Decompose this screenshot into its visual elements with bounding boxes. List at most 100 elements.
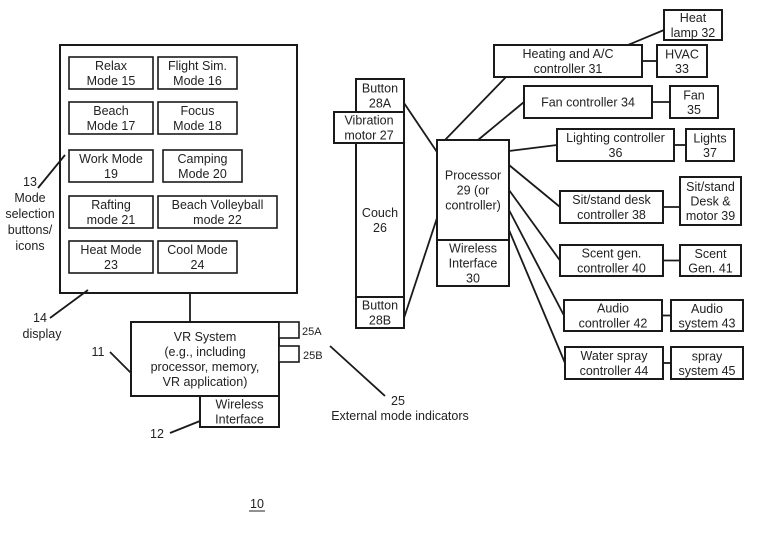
processor-wireless-interface-box-frame [436, 239, 510, 287]
fan-controller-box-label: Fan controller 34 [541, 96, 635, 110]
leader-line-25 [329, 345, 386, 397]
processor-wireless-interface-box-label: 30 [466, 272, 480, 286]
indicator-25a-frame [278, 321, 300, 339]
lighting-controller-box-frame [556, 128, 675, 162]
mode-button-flight-sim-label: Mode 16 [173, 74, 222, 88]
processor-box-label: 29 (or [457, 184, 490, 198]
button-28a-label: Button [362, 82, 398, 96]
vibration-motor-box-label: Vibration [344, 114, 393, 128]
fan-device-box-frame [669, 85, 719, 119]
mode-button-rafting-frame [68, 195, 154, 229]
scent-device-box-label: Gen. 41 [688, 261, 733, 275]
mode-button-beach-volleyball-label: Beach Volleyball [172, 198, 264, 212]
figure-number: 10 [250, 497, 264, 511]
processor-audio-line [508, 209, 565, 316]
heat-lamp-box-frame [663, 9, 723, 41]
fan-controller-box-frame [523, 85, 653, 119]
processor-lighting-line [508, 144, 558, 152]
water-spray-controller-box-label: Water spray [581, 349, 649, 363]
mode-button-heat-frame [68, 240, 154, 274]
audio-device-box-label: Audio [691, 302, 723, 316]
processor-sit-stand-line [508, 164, 561, 208]
display-ref-label: 14 [33, 311, 47, 325]
vr-system-ref-label: 11 [92, 345, 105, 359]
fan-device-box-label: 35 [687, 103, 701, 117]
mode-button-camping-label: Mode 20 [178, 167, 227, 181]
indicator-25a [278, 321, 300, 339]
vibration-motor-box-label: motor 27 [344, 129, 393, 143]
water-spray-controller-box-label: controller 44 [580, 364, 649, 378]
leader-line-11 [109, 351, 132, 374]
processor-box-label: controller) [445, 199, 501, 213]
lighting-controller-box-label: 36 [609, 146, 623, 160]
button-28b-processor-line [403, 217, 438, 319]
processor-water-spray-line [508, 229, 566, 364]
heating-ac-device-box-label: 33 [675, 62, 689, 76]
external-indicators-ref: 25 [391, 394, 405, 408]
scent-controller-box-label: controller 40 [577, 262, 646, 276]
mode-selection-label: 13 [23, 175, 37, 189]
vr-system-box-label: processor, memory, [151, 360, 260, 374]
scent-device-box-label: Scent [695, 247, 727, 261]
external-indicators-label: External mode indicators [331, 409, 469, 423]
audio-device-box-frame [670, 299, 744, 332]
button-28b-label: Button [362, 299, 398, 313]
mode-button-relax-label: Relax [95, 59, 128, 73]
processor-box-frame [436, 139, 510, 241]
mode-button-work-frame [68, 149, 154, 183]
scent-device-box-frame [679, 244, 742, 277]
vr-wireless-ref-label: 12 [150, 427, 164, 441]
mode-button-heat-label: 23 [104, 258, 118, 272]
fan-device-box-label: Fan [683, 88, 705, 102]
leader-line-14 [49, 289, 89, 319]
processor-fan-line [477, 101, 525, 141]
mode-button-flight-sim[interactable]: Flight Sim.Mode 16 [157, 56, 238, 90]
mode-selection-label: buttons/ [8, 223, 53, 237]
processor-box-label: Processor [445, 169, 501, 183]
mode-button-relax-frame [68, 56, 154, 90]
couch-box-label: 26 [373, 221, 387, 235]
button-28b-label: 28B [369, 314, 391, 328]
indicator-25b-frame [278, 345, 300, 363]
water-spray-device-box-label: spray [692, 349, 723, 363]
mode-selection-label: selection [5, 207, 54, 221]
button-28a-label: 28A [369, 97, 392, 111]
button-28b-frame [355, 296, 405, 329]
heating-ac-controller-box-label: controller 31 [534, 62, 603, 76]
lighting-device-box-label: Lights [693, 131, 726, 145]
vr-system-box-frame [130, 321, 280, 397]
mode-button-beach-volleyball-frame [157, 195, 278, 229]
mode-button-rafting-label: mode 21 [87, 213, 136, 227]
leader-line-13 [37, 154, 66, 189]
button-28a-processor-line [403, 102, 438, 153]
mode-button-flight-sim-frame [157, 56, 238, 90]
mode-button-camping-label: Camping [177, 152, 227, 166]
heating-ac-device-box-frame [656, 44, 708, 78]
couch-box-label: Couch [362, 206, 398, 220]
mode-button-beach-label: Beach [93, 104, 128, 118]
mode-button-focus-frame [157, 101, 238, 135]
audio-controller-box-frame [563, 299, 663, 332]
water-spray-device-box-label: system 45 [679, 364, 736, 378]
